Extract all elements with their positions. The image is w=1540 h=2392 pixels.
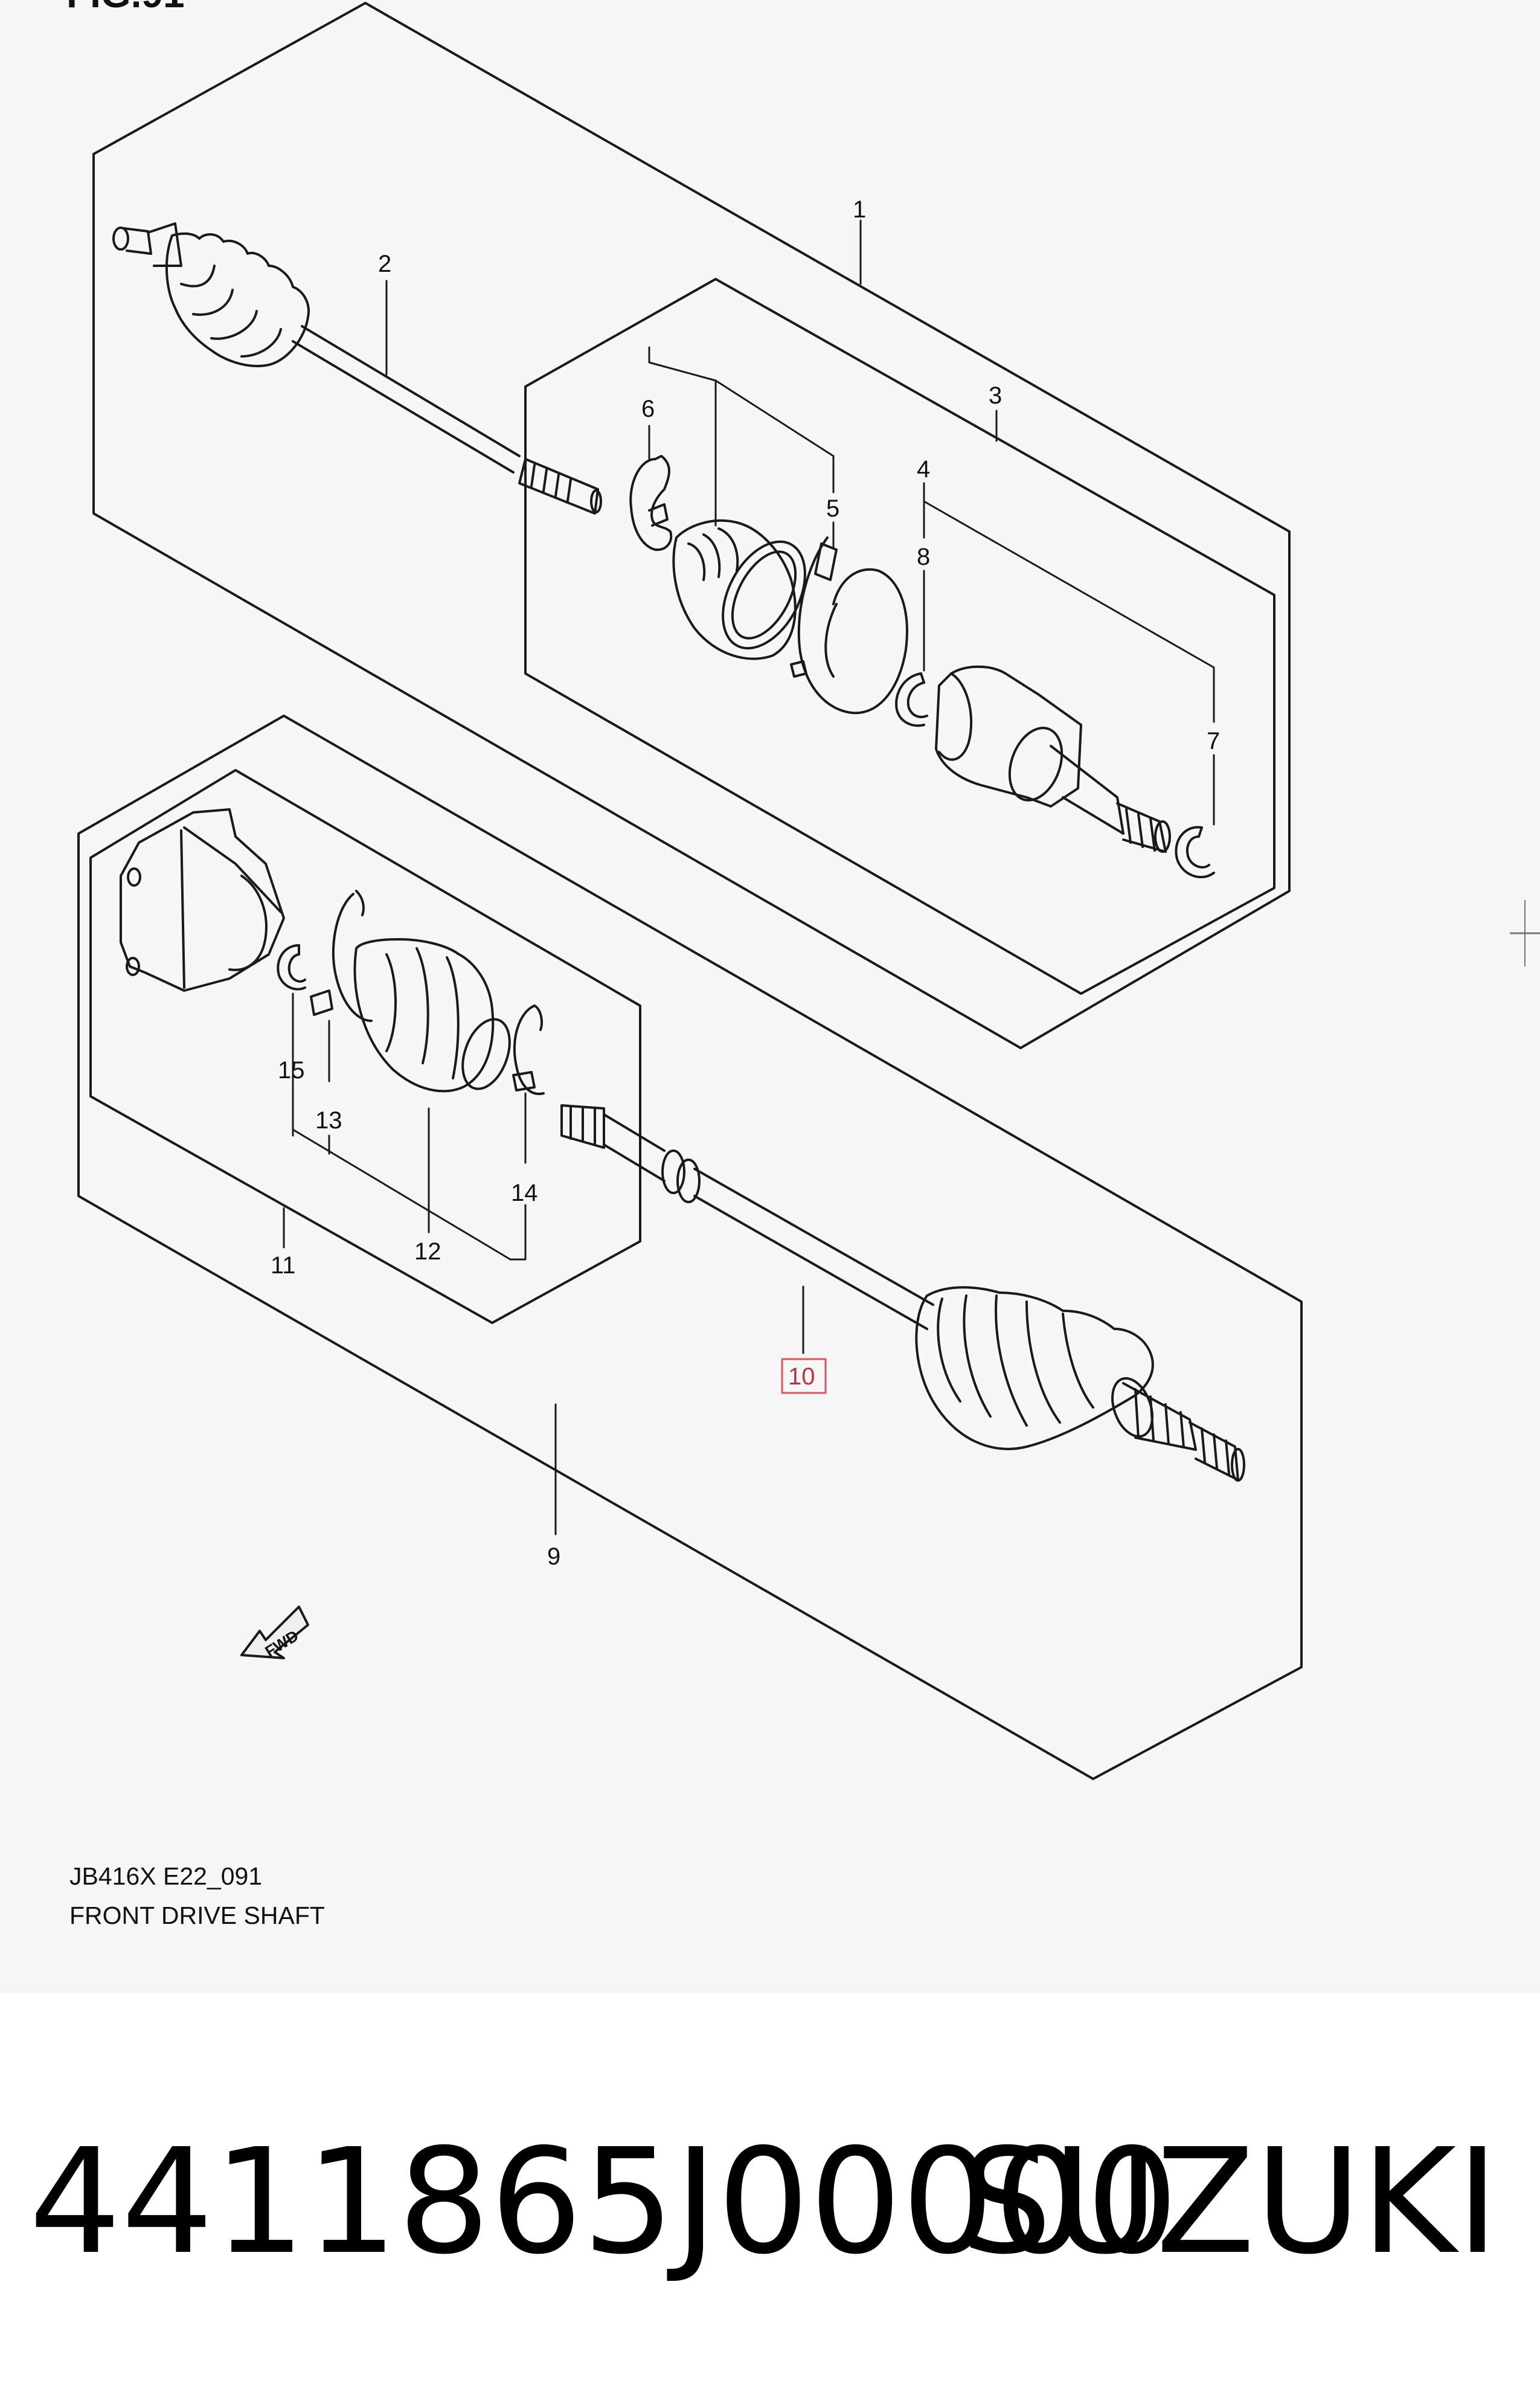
diagram-title: FRONT DRIVE SHAFT bbox=[69, 1902, 325, 1929]
circlip-7 bbox=[1175, 826, 1215, 879]
callout-9: 9 bbox=[547, 1543, 560, 1570]
circlip-8 bbox=[895, 672, 928, 727]
inner-boot-upper bbox=[672, 519, 806, 660]
footer bbox=[0, 1993, 1540, 2392]
brand-name: SUZUKI bbox=[960, 2117, 1499, 2286]
callout-14: 14 bbox=[511, 1180, 538, 1206]
fwd-arrow-icon bbox=[240, 1606, 309, 1659]
callout-10: 10 bbox=[788, 1363, 815, 1390]
callout-13: 13 bbox=[315, 1107, 342, 1134]
callout-7: 7 bbox=[1207, 728, 1220, 754]
outer-joint-upper bbox=[112, 222, 310, 367]
inner-joint-housing bbox=[935, 665, 1171, 853]
figure-header-fragment: FIG.91 bbox=[66, 0, 185, 16]
highlight-box-10 bbox=[781, 1358, 827, 1394]
clamp-5 bbox=[790, 536, 908, 715]
parts-diagram: FIG.91 bbox=[66, 0, 1540, 1780]
callout-3: 3 bbox=[989, 382, 1002, 409]
callout-12: 12 bbox=[414, 1238, 441, 1265]
callout-4: 4 bbox=[917, 456, 930, 483]
circlip-15 bbox=[277, 944, 306, 991]
clamp-6 bbox=[629, 455, 673, 551]
callout-2: 2 bbox=[378, 251, 391, 277]
box-assembly-9 bbox=[77, 715, 1303, 1780]
box-assembly-11 bbox=[89, 769, 641, 1324]
inner-joint-housing-lower bbox=[120, 808, 285, 992]
callout-5: 5 bbox=[826, 495, 839, 522]
part-number: 4411865J00000 bbox=[29, 2117, 1179, 2286]
shaft-10 bbox=[560, 1104, 934, 1330]
leader-lines bbox=[283, 219, 1215, 1535]
diagram-code: JB416X E22_091 bbox=[69, 1862, 263, 1890]
box-assembly-3 bbox=[524, 278, 1275, 995]
diagram-area: FIG.91 bbox=[66, 0, 1540, 1929]
shaft-2 bbox=[292, 325, 602, 515]
callout-8: 8 bbox=[917, 544, 930, 570]
callout-11: 11 bbox=[271, 1252, 296, 1279]
outer-joint-lower bbox=[915, 1286, 1245, 1482]
clamp-14 bbox=[512, 1005, 545, 1095]
inner-boot-lower bbox=[353, 938, 511, 1093]
callout-6: 6 bbox=[641, 396, 655, 422]
clamp-13 bbox=[310, 890, 373, 1022]
callout-1: 1 bbox=[853, 196, 866, 223]
callout-15: 15 bbox=[278, 1057, 305, 1084]
box-assembly-1 bbox=[92, 2, 1291, 1049]
